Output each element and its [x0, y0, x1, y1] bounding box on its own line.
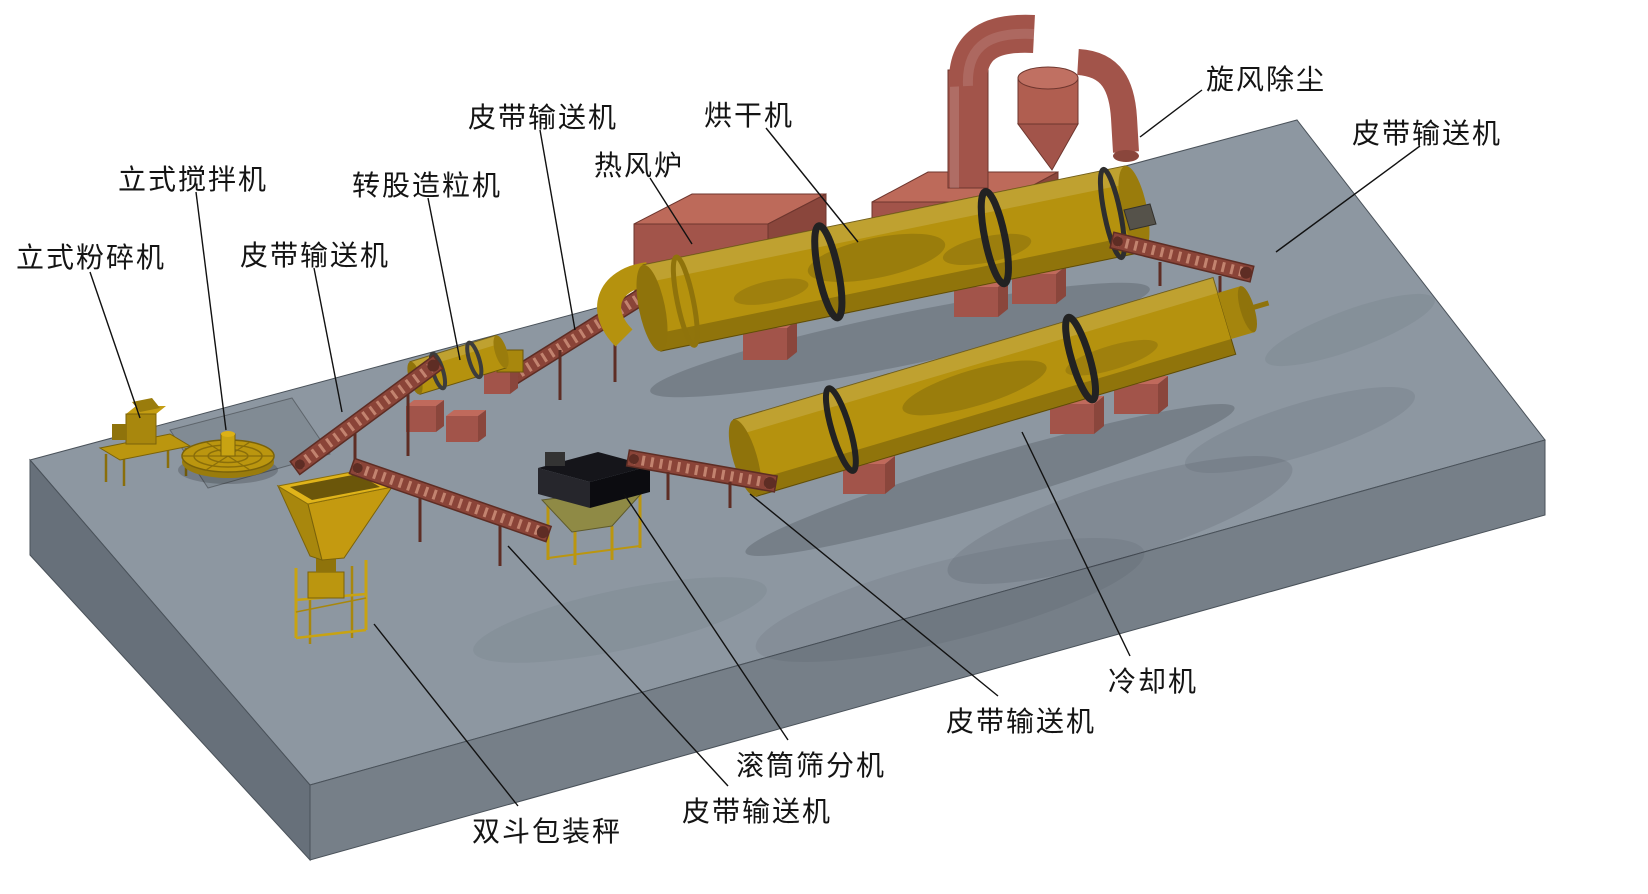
leader-line-belt-conveyor-4 [749, 493, 999, 697]
label-drum-screener: 滚筒筛分机 [736, 751, 887, 782]
dryer-shadow [650, 282, 1150, 398]
leader-line-vertical-crusher [89, 271, 141, 419]
dryer-discharge-head [1123, 203, 1157, 231]
drum-ring [1062, 313, 1100, 404]
belt-conveyor-4-ramp [625, 449, 778, 493]
drum-screener-machine [538, 452, 650, 565]
cyclone-cone [1017, 123, 1079, 171]
dryer-inlet-elbow [597, 262, 651, 347]
leader-line-cooling-machine [1021, 431, 1131, 657]
drum-ring [977, 188, 1012, 288]
label-belt-conveyor-1: 皮带输送机 [240, 241, 391, 272]
label-belt-conveyor-5: 皮带输送机 [682, 797, 833, 828]
leader-line-belt-conveyor-1 [313, 267, 343, 413]
label-hot-air-furnace: 热风炉 [594, 151, 685, 182]
vertical-mixer-machine [178, 431, 278, 484]
label-cooling-machine: 冷却机 [1108, 667, 1199, 698]
label-vertical-mixer: 立式搅拌机 [118, 165, 269, 196]
leader-line-dryer [765, 127, 859, 243]
cyclone-outlet-pipe [1076, 49, 1139, 153]
leader-line-belt-conveyor-2 [539, 129, 576, 331]
dryer-drum [636, 165, 1150, 352]
leader-line-rotary-granulator [427, 197, 461, 361]
drum-ring [822, 385, 859, 474]
label-packing-scale: 双斗包装秤 [472, 817, 623, 848]
label-cyclone-dust-collector: 旋风除尘 [1206, 65, 1327, 96]
leader-line-cyclone [1139, 89, 1203, 138]
label-belt-conveyor-4: 皮带输送机 [946, 707, 1097, 738]
belt-conveyor-1-ramp [289, 354, 444, 476]
cooler-shadow [745, 404, 1235, 556]
label-dryer: 烘干机 [704, 101, 795, 132]
leader-line-vertical-mixer [195, 191, 227, 431]
leader-line-packing-scale [373, 623, 519, 807]
vertical-crusher-machine [98, 398, 192, 486]
leader-line-drum-screener [623, 493, 789, 741]
label-vertical-crusher: 立式粉碎机 [16, 243, 167, 274]
leader-line-belt-conveyor-3 [1275, 145, 1421, 253]
leader-lines [89, 89, 1421, 807]
belt-conveyor-5-ramp [348, 457, 553, 543]
cyclone-dust-collector [947, 14, 1139, 189]
label-belt-conveyor-2: 皮带输送机 [468, 103, 619, 134]
leader-line-hot-air-furnace [649, 177, 693, 245]
packing-scale-hopper [276, 469, 394, 644]
cooler-drum [728, 277, 1270, 497]
leader-line-belt-conveyor-5 [507, 545, 729, 787]
label-rotary-granulator: 转股造粒机 [352, 171, 503, 202]
drum-ring [811, 222, 846, 322]
belt-conveyor-3-ramp [1109, 231, 1255, 283]
label-belt-conveyor-3: 皮带输送机 [1352, 119, 1503, 150]
